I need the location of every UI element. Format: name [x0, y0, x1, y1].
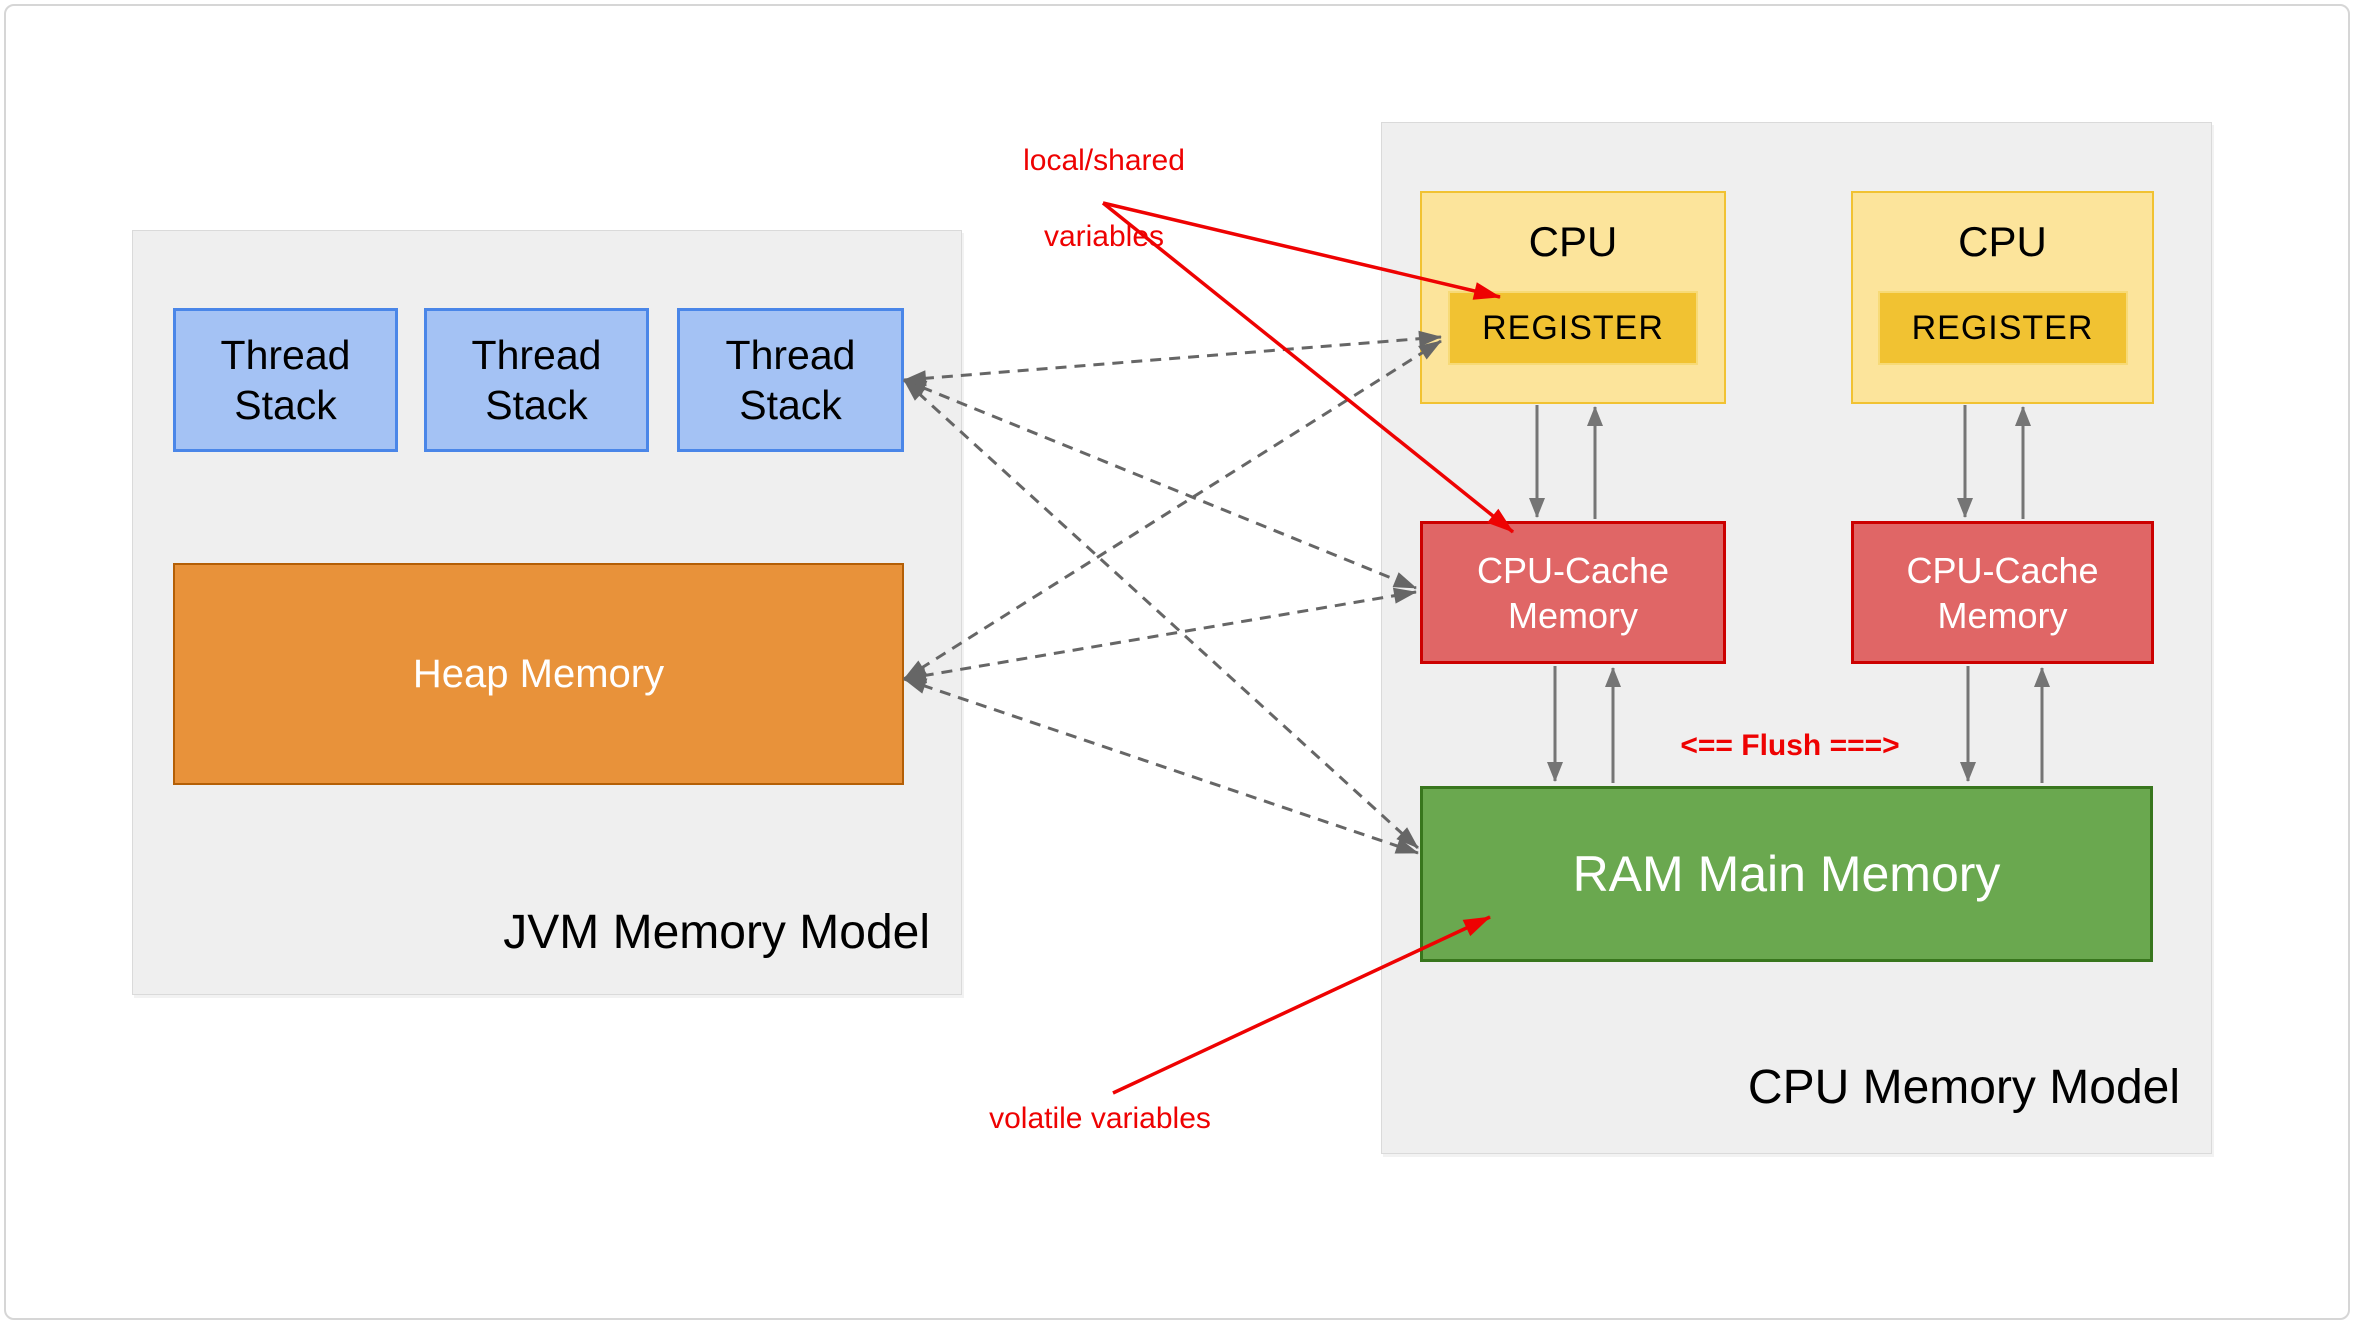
thread-stack-label-line1: Thread	[220, 332, 351, 378]
cache-label-line2: Memory	[1937, 594, 2068, 636]
dashed-link-stack-ram	[902, 378, 1420, 850]
cache-label-line1: CPU-Cache	[1906, 549, 2099, 591]
thread-stack-label-line2: Stack	[739, 382, 842, 428]
cpu-panel-title: CPU Memory Model	[1747, 1061, 2180, 1114]
thread-stack-label-line1: Thread	[471, 332, 602, 378]
thread-stack-box-3: Thread Stack	[677, 308, 904, 452]
local-shared-line2: variables	[1043, 220, 1165, 253]
dashed-link-heap-register	[903, 339, 1442, 681]
ram-label: RAM Main Memory	[1572, 846, 2001, 902]
cpu-cache-box-2: CPU-Cache Memory	[1851, 521, 2154, 664]
dashed-link-heap-ram	[903, 677, 1419, 855]
register-box-1: REGISTER	[1448, 291, 1698, 365]
cpu-cache-box-1: CPU-Cache Memory	[1420, 521, 1726, 664]
dashed-link-stack-register	[903, 330, 1442, 387]
cpu-memory-model-panel: CPU REGISTER CPU REGISTER CPU-Cache Memo…	[1381, 122, 2212, 1154]
ram-main-memory-box: RAM Main Memory	[1420, 786, 2153, 962]
heap-memory-label: Heap Memory	[412, 651, 665, 696]
thread-stack-box-2: Thread Stack	[424, 308, 649, 452]
thread-stack-box-1: Thread Stack	[173, 308, 398, 452]
register-label: REGISTER	[1482, 308, 1664, 347]
dashed-link-stack-cache	[903, 378, 1417, 590]
heap-memory-box: Heap Memory	[173, 563, 904, 785]
jvm-panel-title: JVM Memory Model	[503, 906, 930, 959]
volatile-variables-note: volatile variables	[989, 1102, 1211, 1135]
cache-label-line1: CPU-Cache	[1476, 549, 1670, 591]
thread-stack-label-line2: Stack	[485, 382, 588, 428]
flush-note: <== Flush ===>	[1680, 729, 1900, 762]
cpu-box-2: CPU REGISTER	[1851, 191, 2154, 404]
register-box-2: REGISTER	[1877, 291, 2128, 365]
cpu-label: CPU	[1528, 218, 1618, 265]
cpu-box-1: CPU REGISTER	[1420, 191, 1726, 404]
cache-label-line2: Memory	[1507, 594, 1638, 636]
jvm-memory-model-panel: Thread Stack Thread Stack Thread Stack H…	[132, 230, 962, 995]
local-shared-line1: local/shared	[1023, 144, 1185, 177]
thread-stack-label-line1: Thread	[725, 332, 856, 378]
dashed-link-heap-cache	[903, 587, 1417, 684]
thread-stack-label-line2: Stack	[234, 382, 337, 428]
register-label: REGISTER	[1911, 308, 2094, 347]
cpu-label: CPU	[1958, 218, 2047, 265]
local-shared-variables-note: local/shared variables	[929, 104, 1279, 256]
